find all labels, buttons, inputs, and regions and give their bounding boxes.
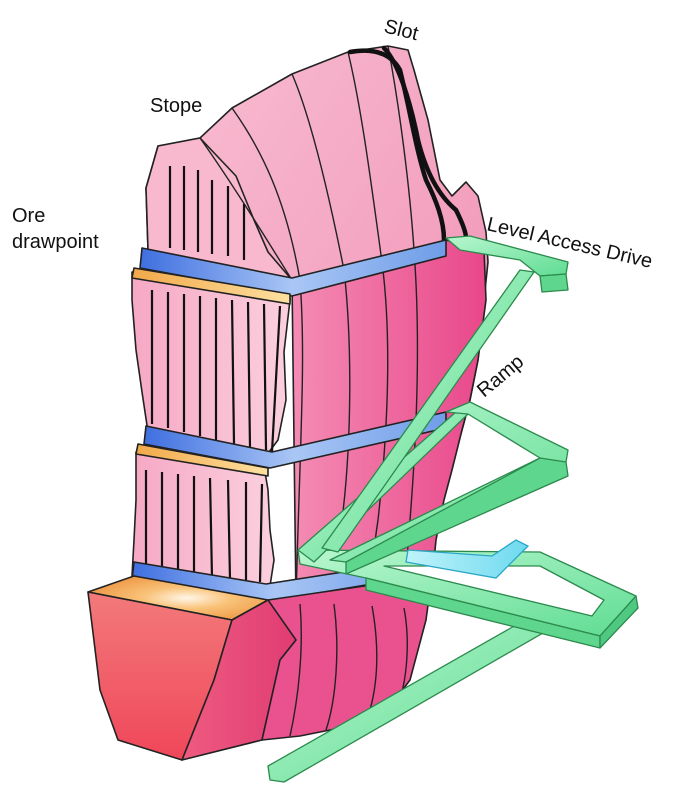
label-drawpoint: drawpoint <box>12 231 99 253</box>
stope-lower-right <box>262 578 430 740</box>
label-stope: Stope <box>150 95 202 117</box>
label-level-access-drive: Level Access Drive <box>485 213 655 272</box>
label-ore: Ore <box>12 205 45 227</box>
label-slot: Slot <box>382 16 421 46</box>
label-ramp: Ramp <box>473 351 528 402</box>
